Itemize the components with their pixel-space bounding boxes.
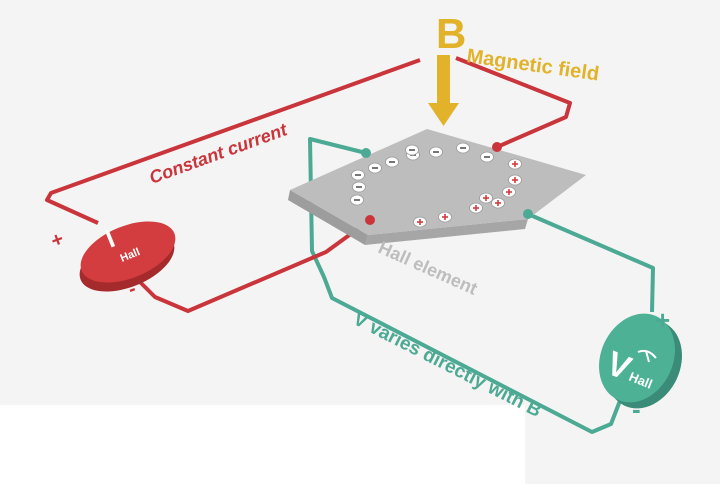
positive-charge-icon: [479, 192, 493, 204]
positive-charge-icon: [469, 202, 483, 214]
contact-pad-front: [365, 215, 375, 225]
positive-charge-icon: [413, 216, 427, 228]
voltmeter-minus-sign: -: [632, 394, 641, 424]
negative-charge-icon: [368, 162, 382, 174]
negative-charge-icon: [385, 156, 399, 168]
positive-charge-icon: [508, 158, 522, 170]
voltmeter-dial-icon: [637, 349, 657, 359]
negative-charge-icon: [405, 144, 419, 156]
negative-charge-icon: [350, 194, 364, 206]
current-circuit-wire: [45, 56, 572, 313]
negative-charge-icon: [429, 146, 443, 158]
hall-voltage-meter: V Hall: [599, 313, 682, 409]
magnetic-field-arrow: [428, 55, 459, 126]
contact-pad-back: [492, 142, 502, 152]
positive-charge-icon: [508, 174, 522, 186]
contact-pad-top: [361, 148, 371, 158]
positive-charge-icon: [438, 211, 452, 223]
field-symbol: B: [436, 10, 466, 57]
negative-charge-icon: [456, 142, 470, 154]
contact-pad-right: [523, 209, 533, 219]
negative-charge-icon: [351, 169, 365, 181]
voltmeter-plus-sign: +: [655, 305, 670, 335]
hall-current-meter: I Hall: [79, 221, 176, 292]
negative-charge-icon: [352, 181, 366, 193]
charge-markers: [350, 142, 522, 228]
white-patch: [0, 405, 525, 484]
positive-charge-icon: [491, 197, 505, 209]
hall-element-plate: [288, 129, 586, 245]
negative-charge-icon: [480, 151, 494, 163]
positive-charge-icon: [502, 186, 516, 198]
voltage-circuit-wire: [308, 137, 655, 434]
